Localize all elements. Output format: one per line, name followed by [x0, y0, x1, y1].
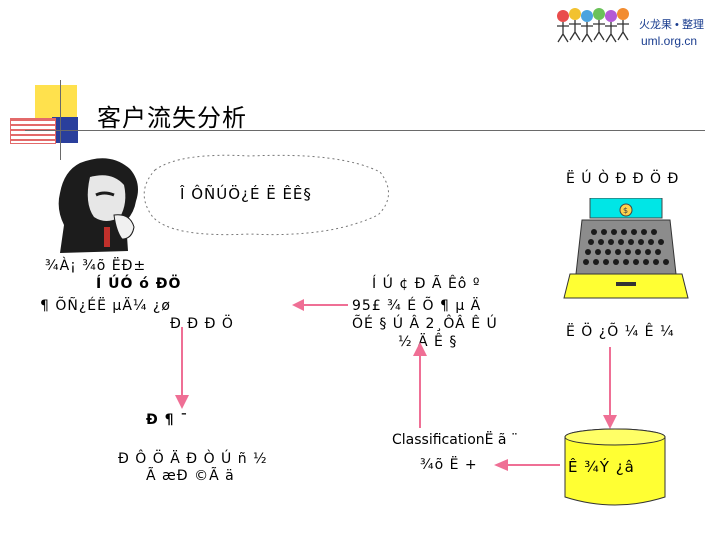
bottom-left-text-b: Ð Ð Ð Ö [170, 316, 234, 332]
top-right-label-box: Ë Ú Ò Ð Ð Ö Ð [540, 168, 710, 190]
title-horizontal-line [25, 130, 705, 131]
bottom-left-text-a: ¶ ÕÑ¿ÉË µÄ¼ ¿ø [40, 298, 171, 314]
page-title: 客户流失分析 [97, 104, 247, 132]
arrow-left-top [292, 299, 348, 311]
center-text-c: ÕÉ § Ú Â 2¸ÔÂ Ê Ú [352, 316, 498, 332]
top-right-label: Ë Ú Ò Ð Ð Ö Ð [566, 171, 680, 187]
register-label: Ë Ö ¿Õ ¼ Ê ¼ [566, 324, 675, 340]
title-decoration [0, 0, 705, 170]
bottom-left-text-c: Ð Ô Ö Ä Ð Ò Ú ñ ½ [118, 451, 268, 467]
customer-person-icon [58, 158, 138, 253]
arrow-down-left [175, 327, 189, 409]
bottom-left-text-d: Ã æÐ ©Ã ä [146, 468, 235, 484]
center-text-b: 95£ ¾ É Õ ¶ µ Ä [352, 298, 482, 314]
center-text-a: Í Ú ¢ Ð Ã Êô º [372, 276, 481, 292]
database-icon [564, 428, 666, 506]
bubble-text: Î ÔÑÚÖ¿É Ë ÊÊ§ [180, 185, 312, 203]
title-red-block [10, 118, 56, 144]
customer-label: ¾À¡ ¾õ ËÐ± [45, 258, 147, 274]
logo-brand: 火龙果 • 整理 [639, 19, 704, 31]
svg-text:$: $ [623, 206, 628, 215]
center-text-d: ½ Ä Ê § [398, 334, 458, 350]
down-label: Ð ¶ ¯ [146, 412, 189, 428]
cash-register-icon: $ [563, 198, 689, 299]
arrow-up-center [413, 342, 427, 428]
logo: 火龙果 • 整理 uml.org.cn [555, 8, 715, 78]
db-label: Ê ¾Ý ¿â [568, 458, 635, 476]
classification-label: ClassificationË ã ¨ [392, 432, 518, 448]
logo-figures-icon [557, 8, 629, 43]
title-vertical-line [60, 80, 61, 160]
classification-result: ¾õ Ë + [420, 457, 478, 473]
customer-sub: Í ÚÓ ó ÐÖ [96, 276, 182, 292]
logo-url: uml.org.cn [641, 34, 698, 48]
arrow-left-bottom [494, 459, 560, 471]
arrow-down-right [603, 347, 617, 429]
